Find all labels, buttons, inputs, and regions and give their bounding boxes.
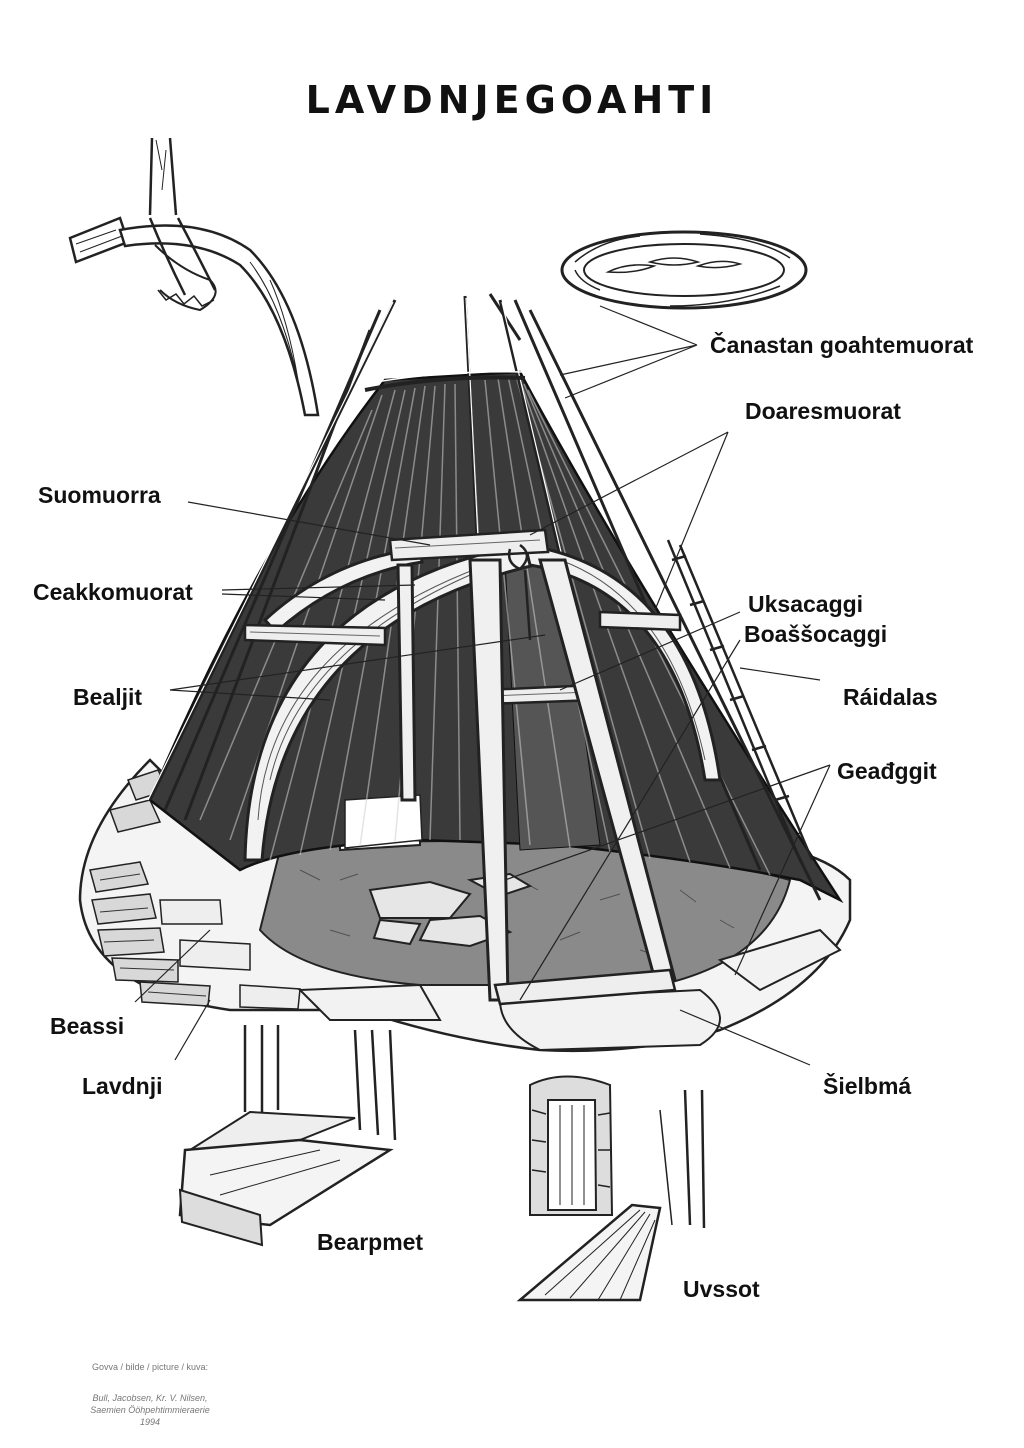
label-canastan-goahtemuorat: Čanastan goahtemuorat: [710, 332, 974, 358]
credit-heading: Govva / bilde / picture / kuva:: [91, 1362, 209, 1372]
label-ceakkomuorat: Ceakkomuorat: [33, 579, 193, 605]
credit-line-1: Bull, Jacobsen, Kr. V. Nilsen,: [92, 1393, 208, 1403]
door-detail: [529, 1075, 614, 1216]
credit-line-2: Saemien Ööhpehtimmieraerie: [90, 1405, 210, 1415]
label-raidalas: Ráidalas: [843, 684, 938, 710]
leader-lines: [134, 305, 831, 1066]
label-geadggit: Geađggit: [837, 758, 937, 784]
label-bealjit: Bealjit: [73, 684, 143, 710]
bearpmet-detail: [178, 1025, 397, 1247]
label-sielbma: Šielbmá: [823, 1073, 912, 1099]
label-uvssot: Uvssot: [683, 1276, 760, 1302]
uvssot-detail: [516, 1089, 706, 1302]
label-beassi: Beassi: [50, 1013, 125, 1039]
label-boassocaggi: Boaššocaggi: [744, 621, 888, 647]
label-suomuorra: Suomuorra: [38, 482, 161, 508]
goahti-main: [78, 293, 852, 1053]
label-bearpmet: Bearpmet: [317, 1229, 424, 1255]
label-uksacaggi: Uksacaggi: [748, 591, 864, 617]
pole-lashing-detail: [68, 137, 320, 417]
label-doaresmuorat: Doaresmuorat: [745, 398, 901, 424]
credit-line-3: 1994: [139, 1417, 161, 1427]
diagram-title: LAVDNJEGOAHTI: [305, 78, 719, 122]
smoke-ring-detail: [560, 230, 808, 310]
label-lavdnji: Lavdnji: [82, 1073, 163, 1099]
